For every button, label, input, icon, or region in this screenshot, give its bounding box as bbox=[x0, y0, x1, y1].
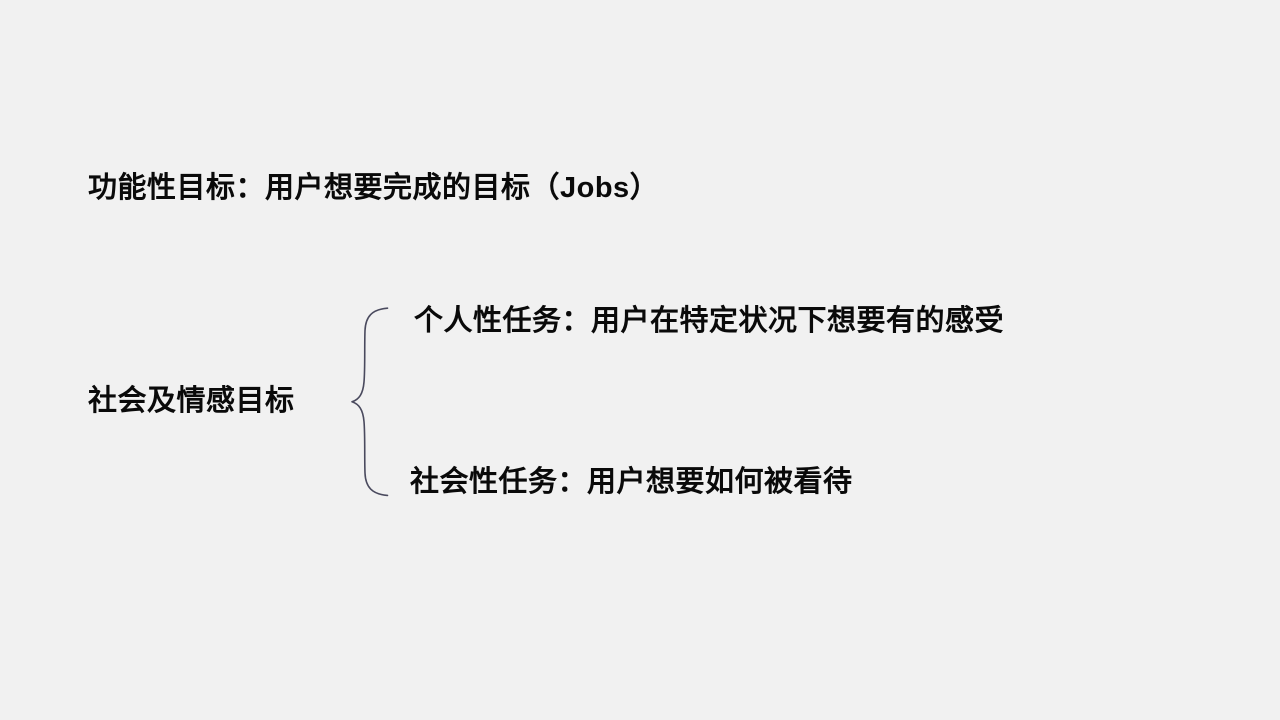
branch-item-social-task: 社会性任务：用户想要如何被看待 bbox=[410, 466, 853, 498]
branch-item-personal-task: 个人性任务：用户在特定状况下想要有的感受 bbox=[414, 305, 1005, 337]
functional-goal-heading: 功能性目标：用户想要完成的目标（Jobs） bbox=[88, 172, 660, 204]
curly-brace-icon bbox=[344, 306, 400, 498]
social-emotional-goal-heading: 社会及情感目标 bbox=[88, 385, 295, 417]
